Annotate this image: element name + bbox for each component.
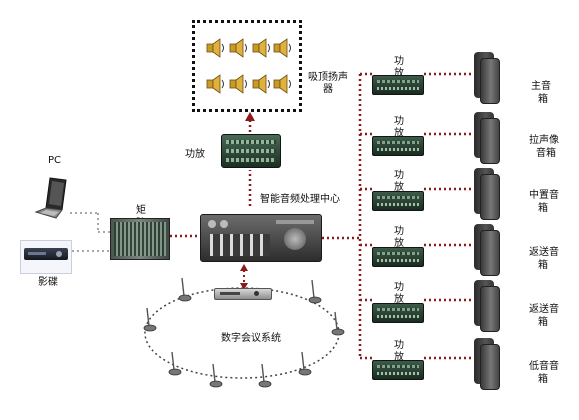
matrix-label-line1: 矩 [136,205,146,216]
microphone-icon [209,363,223,388]
amp-label-line2: 放 [394,238,404,249]
laptop-icon [34,177,67,219]
amp-label-line2: 放 [394,352,404,363]
speaker-cabinet [474,112,500,164]
speaker-cabinet [474,168,500,220]
amp-label-line1: 功 [394,170,404,181]
speaker-label-line2: 箱 [538,94,548,105]
speaker-label-line1: 返送音 [529,304,559,315]
top-amp-device [221,134,281,170]
amp-device [372,360,424,380]
player-label: 影碟 [38,277,58,288]
arrow-down-icon [240,283,248,290]
amp-device [372,75,424,95]
speaker-label-line2: 箱 [538,260,548,271]
speaker-label-line1: 主音 [531,81,551,92]
arrow-up-icon [245,112,255,121]
conference-host-device [214,288,272,302]
amp-label-line1: 功 [394,226,404,237]
microphone-icon [168,351,182,376]
speaker-cabinet [474,224,500,276]
amp-device [372,136,424,156]
amp-device [372,191,424,211]
ceiling-label: 吸顶扬声器 [308,72,348,95]
amp-label-line1: 功 [394,340,404,351]
arrow-up-icon [240,264,248,271]
amp-label-line2: 放 [394,182,404,193]
microphone-icon [298,351,312,376]
microphone-icon [143,307,157,332]
microphone-icon [258,363,272,388]
speaker-label-line1: 中置音 [529,190,559,201]
amp-label-line2: 放 [394,294,404,305]
amp-label-line2: 放 [394,68,404,79]
amp-label-line1: 功 [394,116,404,127]
dvd-player-device [20,240,72,274]
amp-device [372,247,424,267]
speaker-label-line2: 箱 [538,203,548,214]
speaker-cabinet [474,338,500,390]
conference-label: 数字会议系统 [221,333,281,344]
audio-processor-device [200,208,322,266]
microphone-icon [308,279,322,304]
ceiling-speaker-group [192,20,302,112]
pc-label: PC [48,155,62,166]
speaker-label-line1: 返送音 [529,247,559,258]
amp-device [372,303,424,323]
speaker-cabinet [474,280,500,332]
matrix-device [110,218,170,260]
amp-label-line2: 放 [394,128,404,139]
microphone-icon [178,277,192,302]
speaker-cabinet [474,52,500,104]
speaker-label-line1: 低音音 [529,361,559,372]
speaker-label-line2: 箱 [538,374,548,385]
speaker-label-line2: 音箱 [536,148,556,159]
microphone-icon [331,311,345,336]
speaker-label-line1: 拉声像 [529,135,559,146]
speaker-label-line2: 箱 [538,317,548,328]
top-amp-label: 功放 [185,149,205,160]
amp-label-line1: 功 [394,282,404,293]
amp-label-line1: 功 [394,56,404,67]
center-label: 智能音频处理中心 [260,194,340,205]
